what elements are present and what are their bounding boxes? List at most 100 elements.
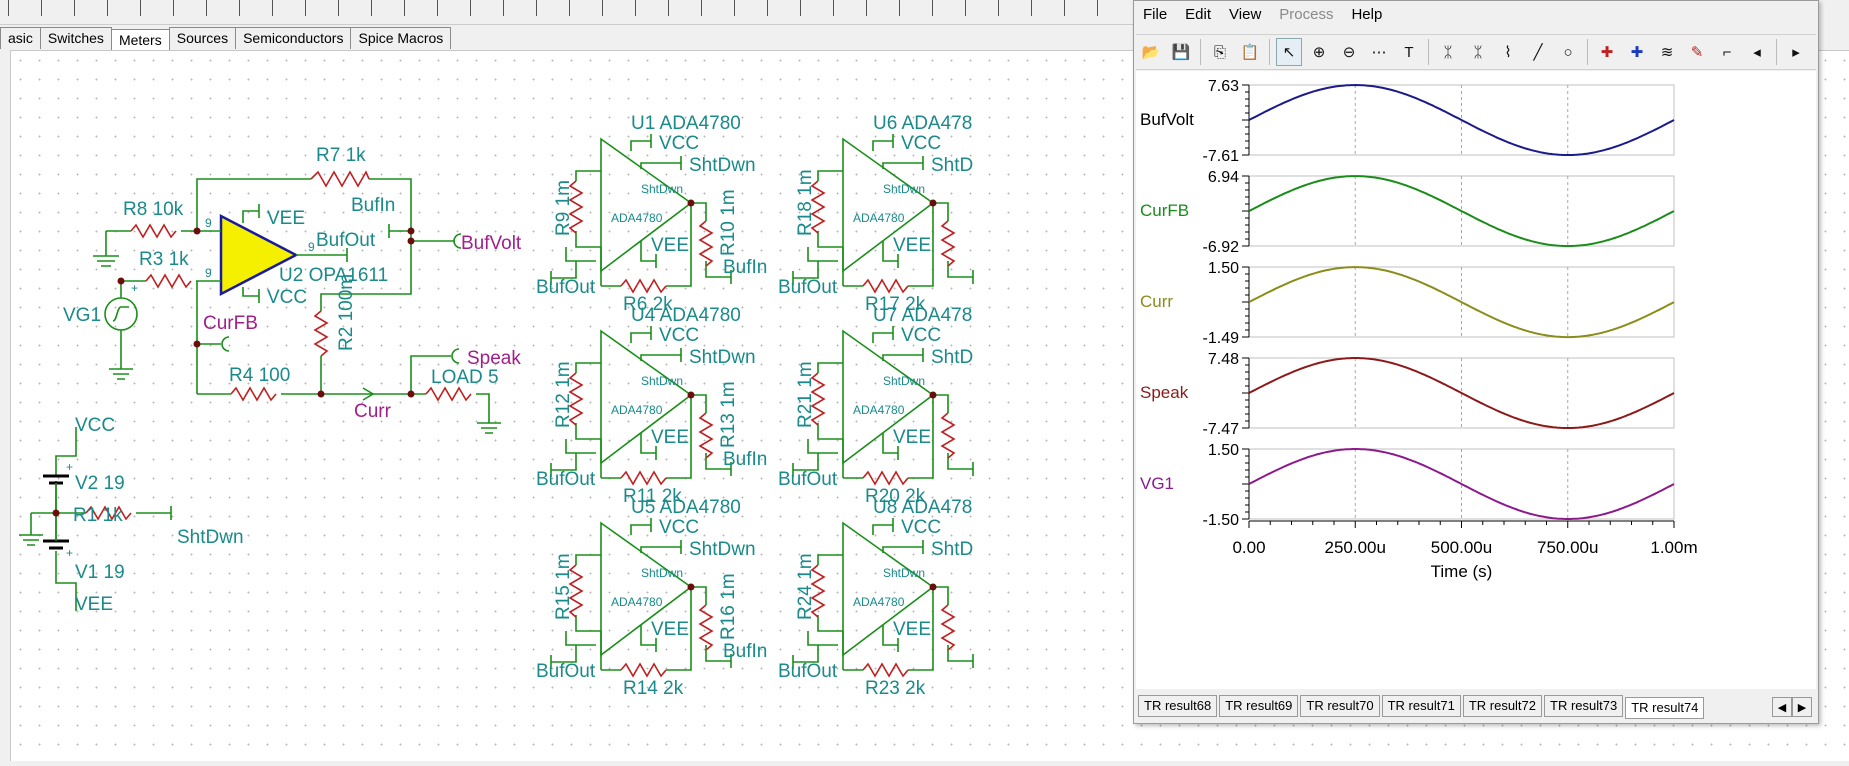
label-bufvolt: BufVolt	[461, 233, 522, 254]
amp-ra: R18 1m	[795, 169, 816, 236]
tab-scroll-right-icon[interactable]: ▶	[1792, 697, 1812, 717]
amp-vcc: VCC	[659, 133, 699, 154]
amp-bufout: BufOut	[536, 469, 596, 490]
copy-icon[interactable]: ⎘	[1213, 43, 1226, 61]
opamp-u2[interactable]	[219, 213, 299, 297]
amp-vee: VEE	[893, 235, 931, 256]
zoom-in-icon[interactable]: ⊕	[1312, 44, 1326, 61]
result-tab[interactable]: TR result72	[1462, 695, 1543, 717]
arrow-right-icon[interactable]: ▸	[1792, 44, 1800, 61]
label-r2: R2 100m	[336, 274, 357, 351]
label-vcc-pin: VCC	[267, 287, 307, 308]
label-vee-pin: VEE	[267, 208, 305, 229]
amp-shtdwn: ShtDwn	[689, 539, 756, 560]
amp-rf: R6 2k	[623, 294, 673, 315]
tab-switches[interactable]: Switches	[39, 27, 112, 49]
amp-bufin: BufIn	[723, 641, 767, 662]
pointer-icon[interactable]: ↖	[1276, 38, 1302, 66]
label-pin-noninv: 9	[205, 266, 212, 280]
amp-vee: VEE	[893, 619, 931, 640]
amp-block-2[interactable]: U6 ADA478VCCShtDShtDwnADA4780VEEBufOutR1…	[778, 113, 974, 315]
series-label: CurFB	[1140, 201, 1189, 220]
amp-rb: R13 1m	[718, 381, 739, 448]
paste-icon[interactable]: 📋	[1240, 44, 1260, 61]
amp-title: U1 ADA4780	[631, 113, 741, 134]
y-min-label: -1.49	[1203, 330, 1240, 347]
amp-vcc: VCC	[659, 325, 699, 346]
label-load: LOAD 5	[431, 367, 499, 388]
amp-bufin: BufIn	[723, 257, 767, 278]
tab-spice-macros[interactable]: Spice Macros	[350, 27, 452, 49]
label-curr: Curr	[354, 401, 392, 422]
cursor-a-icon[interactable]: ᛯ	[1443, 43, 1453, 61]
marker-a-icon[interactable]: ✚	[1600, 44, 1614, 61]
line-icon[interactable]: ╱	[1533, 44, 1543, 61]
y-min-label: -7.47	[1203, 421, 1240, 438]
amp-title: U8 ADA478	[873, 497, 972, 518]
label-curfb: CurFB	[203, 313, 258, 334]
result-tab[interactable]: TR result73	[1544, 695, 1624, 717]
result-tab[interactable]: TR result71	[1381, 695, 1461, 717]
amp-part: ADA4780	[611, 403, 663, 417]
tab-basic[interactable]: asic	[0, 27, 41, 49]
circle-icon[interactable]: ○	[1563, 43, 1573, 61]
tab-semiconductors[interactable]: Semiconductors	[235, 27, 352, 49]
cursor-b-icon[interactable]: ᛯ	[1473, 43, 1483, 61]
amp-bufout: BufOut	[536, 661, 596, 682]
waveform-bufvolt	[1248, 83, 1675, 156]
menu-view[interactable]: View	[1229, 5, 1262, 23]
result-tab[interactable]: TR result69	[1219, 695, 1299, 717]
result-tab[interactable]: TR result74	[1625, 697, 1705, 719]
text-icon[interactable]: T	[1404, 43, 1414, 61]
marker-b-icon[interactable]: ✚	[1630, 44, 1644, 61]
menu-help[interactable]: Help	[1351, 5, 1383, 23]
grid-icon[interactable]: ⋯	[1371, 44, 1387, 61]
amp-bufout: BufOut	[778, 469, 838, 490]
series-label: Curr	[1140, 292, 1173, 311]
result-tab[interactable]: TR result68	[1138, 695, 1218, 717]
amp-block-6[interactable]: U8 ADA478VCCShtDShtDwnADA4780VEEBufOutR2…	[778, 497, 974, 699]
amp-vcc: VCC	[659, 517, 699, 538]
amp-vee: VEE	[893, 427, 931, 448]
label-u2: U2 OPA1611	[279, 265, 388, 286]
tab-scroll-left-icon[interactable]: ◀	[1772, 697, 1792, 717]
label-pin-out: 9	[308, 240, 315, 254]
probe-icon[interactable]: ✎	[1690, 44, 1704, 61]
amp-part: ADA4780	[611, 595, 663, 609]
component-toolbar	[0, 0, 1140, 25]
amp-block-3[interactable]: U4 ADA4780VCCShtDwnShtDwnADA4780VEEBufOu…	[536, 305, 767, 507]
y-max-label: 7.63	[1208, 78, 1239, 95]
result-tab[interactable]: TR result70	[1300, 695, 1380, 717]
amp-vcc: VCC	[901, 517, 941, 538]
amp-block-4[interactable]: U7 ADA478VCCShtDShtDwnADA4780VEEBufOutR2…	[778, 305, 974, 507]
cursor-c-icon[interactable]: ⌇	[1504, 44, 1512, 61]
amp-shtdwn-pin: ShtDwn	[641, 566, 683, 580]
amp-block-1[interactable]: U1 ADA4780VCCShtDwnShtDwnADA4780VEEBufOu…	[536, 113, 767, 315]
menu-file[interactable]: File	[1143, 5, 1168, 23]
amp-block-5[interactable]: U5 ADA4780VCCShtDwnShtDwnADA4780VEEBufOu…	[536, 497, 767, 699]
tab-scroll: ◀ ▶	[1772, 697, 1812, 717]
sim-toolbar: 📂 💾 ⎘ 📋 ↖ ⊕ ⊖ ⋯ T ᛯ ᛯ ⌇ ╱ ○ ✚ ✚ ≋ ✎ ⌐ ◂ ▸	[1136, 34, 1816, 70]
save-icon[interactable]: 💾	[1171, 44, 1191, 61]
amp-shtdwn: ShtDwn	[689, 155, 756, 176]
label-v1: V1 19	[75, 562, 125, 583]
y-max-label: 1.50	[1208, 442, 1239, 459]
amp-shtdwn-pin: ShtDwn	[883, 566, 925, 580]
arrow-left-icon[interactable]: ◂	[1753, 44, 1761, 61]
open-icon[interactable]: 📂	[1141, 44, 1161, 61]
tab-meters[interactable]: Meters	[110, 29, 170, 51]
curves-icon[interactable]: ≋	[1660, 44, 1674, 61]
tab-sources[interactable]: Sources	[168, 27, 237, 49]
amp-rf: R20 2k	[865, 486, 926, 507]
zoom-out-icon[interactable]: ⊖	[1342, 44, 1356, 61]
menu-edit[interactable]: Edit	[1185, 5, 1212, 23]
step-icon[interactable]: ⌐	[1722, 43, 1732, 61]
